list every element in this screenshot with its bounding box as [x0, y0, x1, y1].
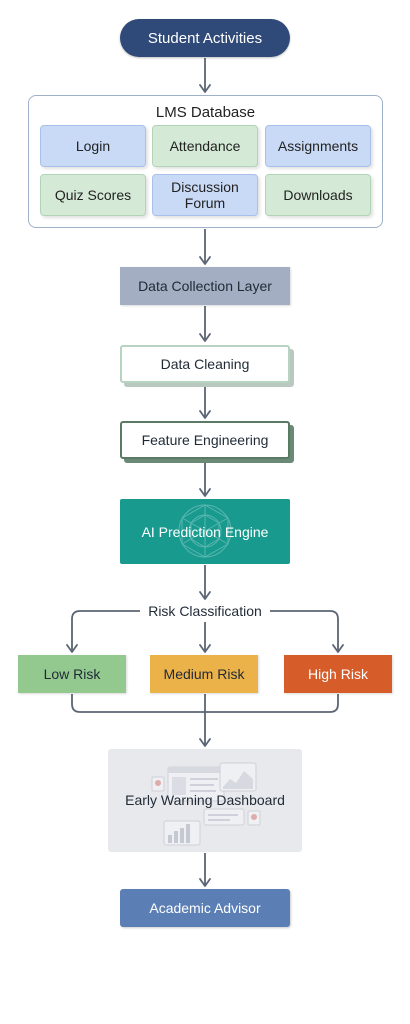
- academic-advisor-node: Academic Advisor: [120, 889, 290, 927]
- student-activities-node: Student Activities: [120, 19, 290, 57]
- tile-attendance: Attendance: [152, 125, 258, 167]
- neural-network-icon: [178, 504, 232, 558]
- lms-database-title: LMS Database: [155, 103, 256, 121]
- dashboard-charts-icon: [151, 762, 261, 846]
- feature-engineering-node: Feature Engineering: [120, 421, 290, 459]
- data-collection-layer-node: Data Collection Layer: [120, 267, 290, 305]
- tile-quiz-scores: Quiz Scores: [40, 174, 146, 216]
- data-cleaning-node: Data Cleaning: [120, 345, 290, 383]
- tile-assignments: Assignments: [265, 125, 371, 167]
- early-warning-dashboard-label: Early Warning Dashboard: [125, 792, 285, 808]
- low-risk-node: Low Risk: [18, 655, 126, 693]
- tile-downloads: Downloads: [265, 174, 371, 216]
- high-risk-node: High Risk: [284, 655, 392, 693]
- ai-prediction-engine-label: AI Prediction Engine: [141, 523, 269, 540]
- tile-login: Login: [40, 125, 146, 167]
- ai-prediction-engine-node: AI Prediction Engine: [120, 499, 290, 564]
- risk-classification-label: Risk Classification: [140, 601, 270, 621]
- early-warning-dashboard-node: Early Warning Dashboard: [108, 749, 302, 852]
- tile-discussion-forum: Discussion Forum: [152, 174, 258, 216]
- medium-risk-node: Medium Risk: [150, 655, 258, 693]
